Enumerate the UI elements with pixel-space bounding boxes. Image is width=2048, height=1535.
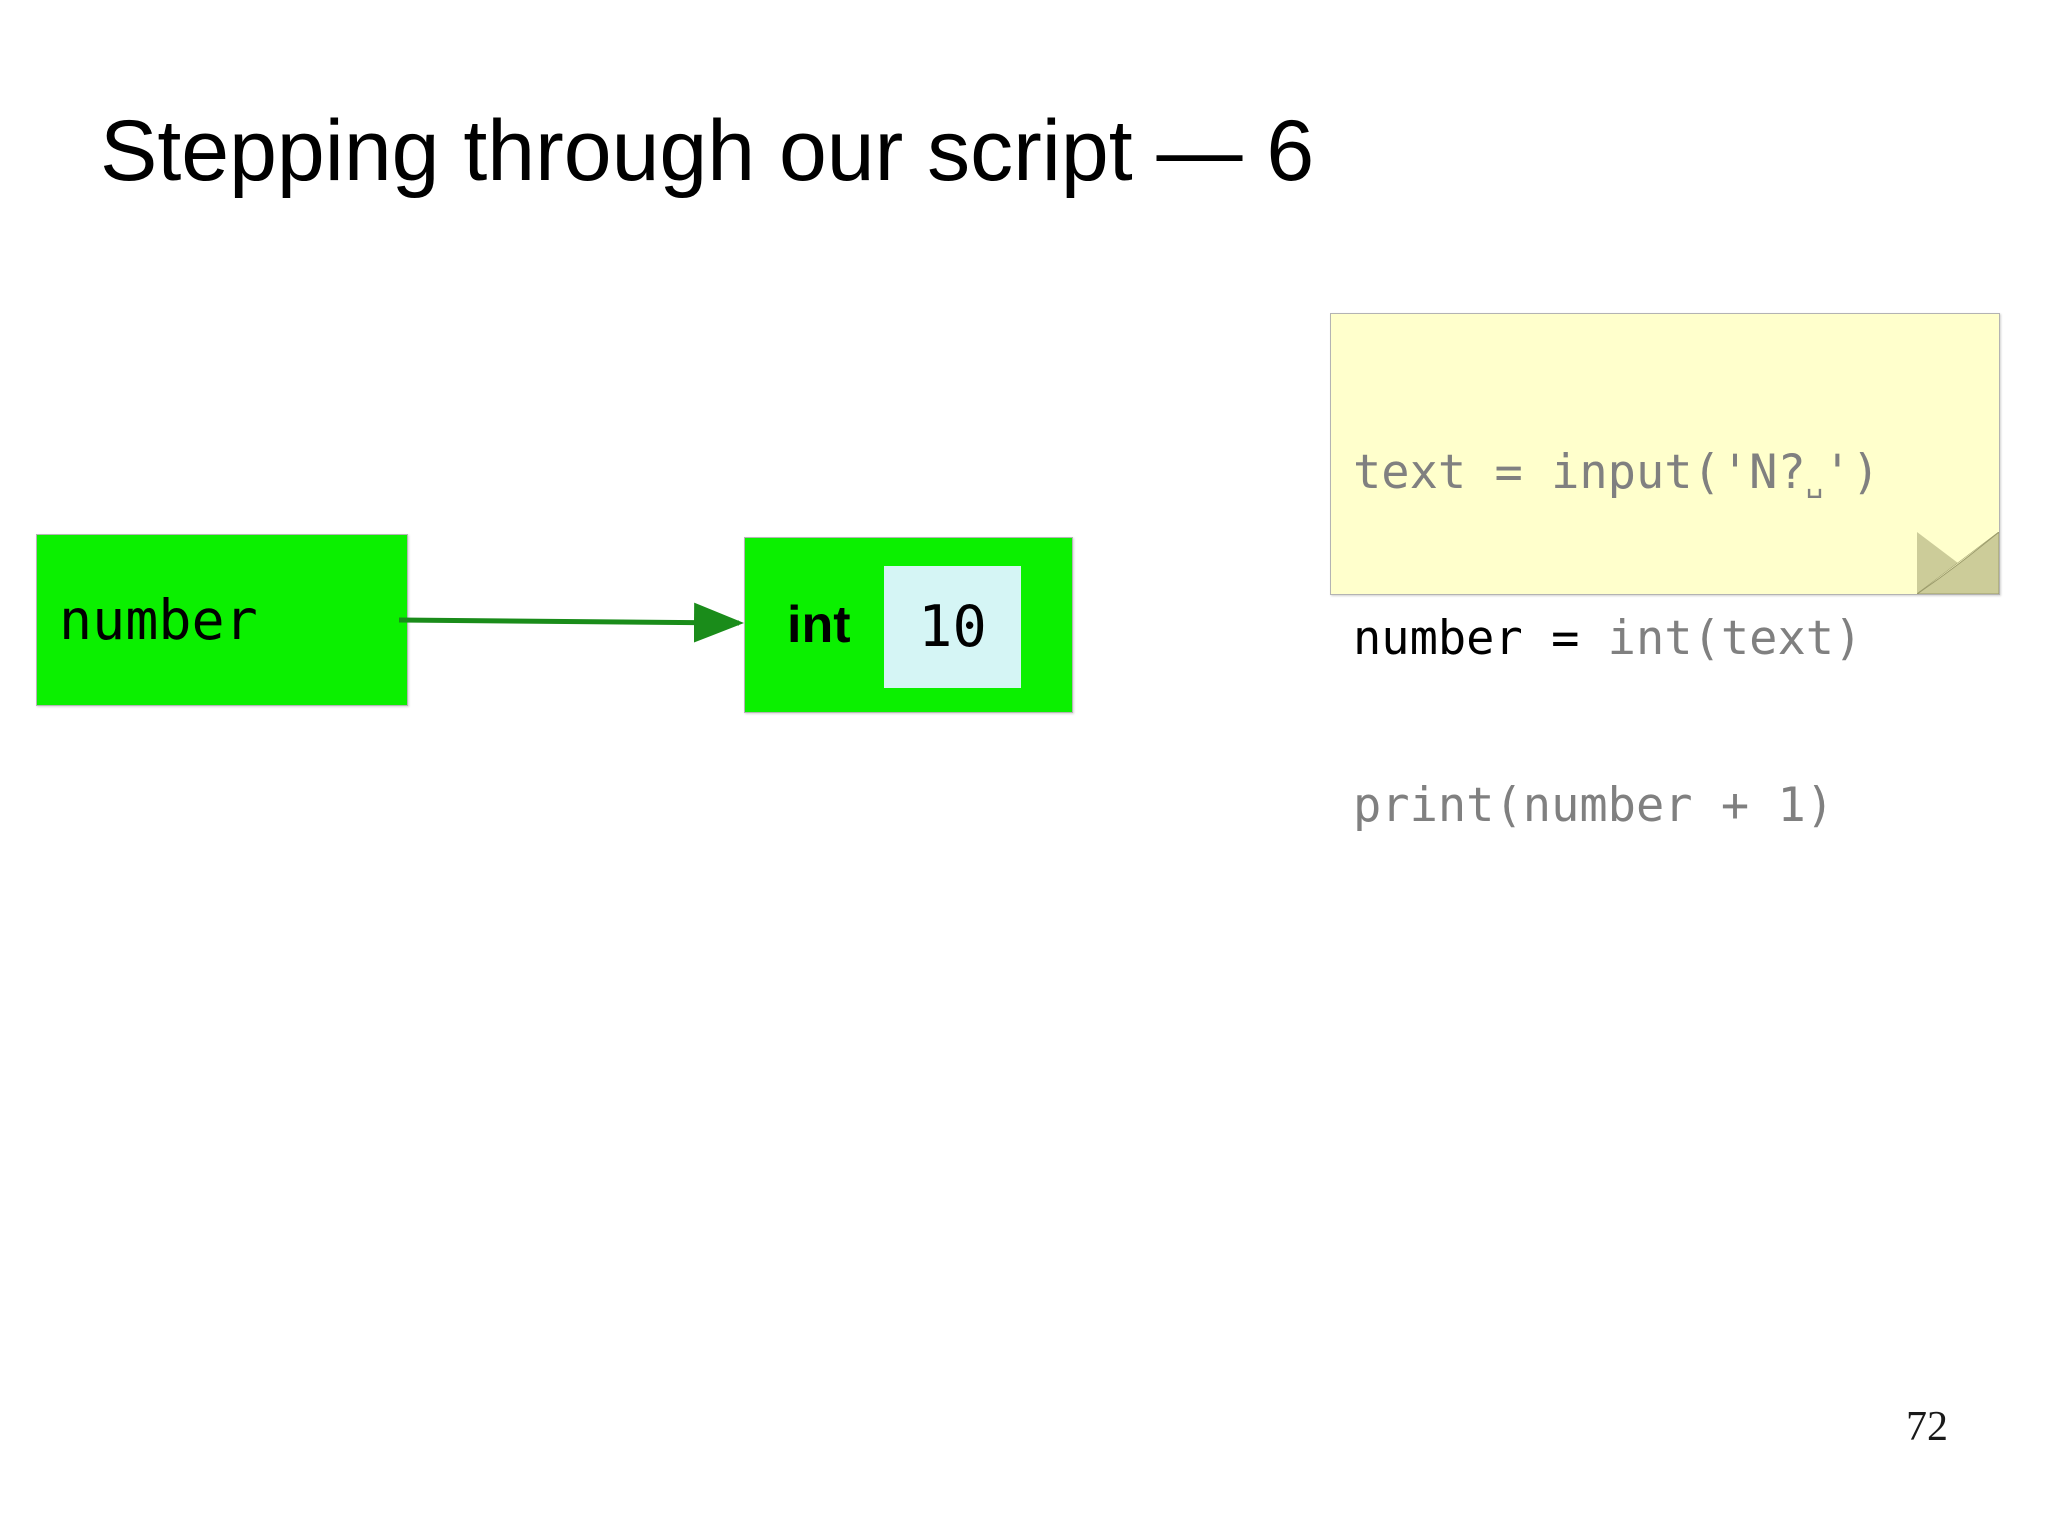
code-line-2-bold: number = bbox=[1353, 611, 1580, 667]
code-line-3: print(number + 1) bbox=[1353, 777, 1835, 833]
code-note-card: text = input('N?␣') number = int(text) p… bbox=[1330, 313, 2000, 833]
code-line-1-prefix: text = input('N? bbox=[1353, 444, 1806, 500]
variable-box-number: number bbox=[36, 534, 408, 706]
code-line-2: number = int(text) bbox=[1353, 611, 1880, 666]
object-value-container: 10 bbox=[884, 566, 1021, 688]
variable-name-label: number bbox=[59, 588, 258, 652]
note-fold-edge-icon bbox=[1917, 532, 1999, 594]
code-line-2-dim: int(text) bbox=[1579, 611, 1863, 667]
code-line-1: text = input('N?␣') bbox=[1353, 445, 1880, 500]
note-folded-corner-icon bbox=[1917, 532, 1999, 594]
visible-space-icon: ␣ bbox=[1805, 464, 1824, 499]
object-type-label: int bbox=[787, 596, 851, 654]
reference-arrow bbox=[398, 602, 744, 643]
code-listing: text = input('N?␣') number = int(text) p… bbox=[1353, 334, 1880, 944]
code-line-1-suffix: ') bbox=[1823, 444, 1880, 500]
object-value-label: 10 bbox=[918, 594, 987, 660]
object-box-int: int 10 bbox=[744, 537, 1073, 713]
page-title: Stepping through our script — 6 bbox=[100, 103, 1315, 199]
page-number: 72 bbox=[1906, 1404, 1948, 1450]
